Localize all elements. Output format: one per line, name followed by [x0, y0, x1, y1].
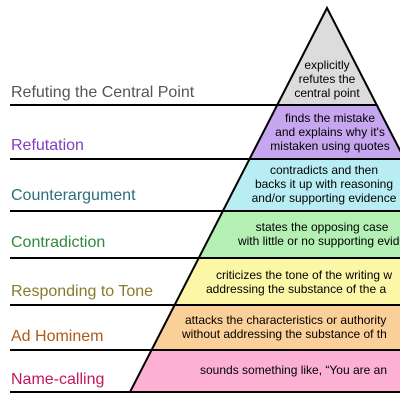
level-desc-refuting-central-point: explicitly refutes the central point [294, 58, 360, 100]
level-label-name-calling: Name-calling [11, 371, 105, 388]
level-desc-ad-hominem: attacks the characteristics or authority… [182, 313, 387, 341]
level-label-responding-to-tone: Responding to Tone [11, 283, 154, 300]
level-desc-responding-to-tone: criticizes the tone of the writing w add… [206, 268, 393, 296]
level-label-refutation: Refutation [11, 137, 84, 154]
pyramid-tier-refutation [247, 104, 400, 160]
level-desc-counterargument: contradicts and then backs it up with re… [251, 163, 397, 205]
level-label-refuting-central-point: Refuting the Central Point [11, 84, 195, 101]
level-label-ad-hominem: Ad Hominem [11, 328, 104, 345]
pyramid-tier-contradiction [197, 210, 400, 259]
pyramid-tier-ad-hominem [149, 304, 400, 351]
pyramid-tier-responding-to-tone [172, 257, 400, 306]
level-desc-name-calling: sounds something like, “You are an [200, 363, 388, 377]
level-desc-refutation: finds the mistake and explains why it's … [270, 111, 390, 153]
pyramid-tier-counterargument [221, 158, 400, 212]
level-label-counterargument: Counterargument [11, 187, 136, 204]
level-label-contradiction: Contradiction [11, 234, 106, 251]
level-desc-contradiction: states the opposing case with little or … [237, 220, 400, 248]
pyramid-tier-name-calling [128, 349, 400, 393]
